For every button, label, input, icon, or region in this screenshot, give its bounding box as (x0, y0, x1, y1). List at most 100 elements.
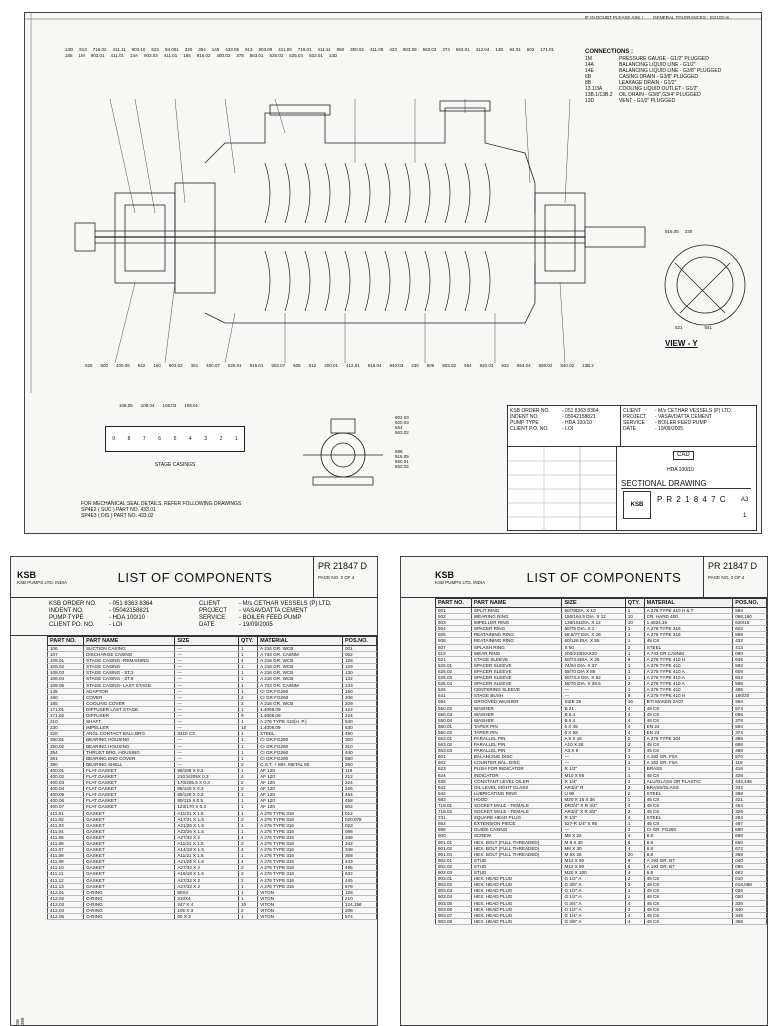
table-cell: 2 (624, 790, 645, 797)
revision-grid (508, 447, 617, 531)
table-cell: 2 (238, 694, 259, 701)
part-label: 500 (100, 363, 109, 368)
table-cell: 8.8 (643, 845, 734, 852)
table-cell: 398 (732, 790, 767, 797)
table-cell: SIZE 28 (561, 698, 626, 706)
table-cell: 1 (624, 893, 645, 901)
stage-number: 1 (234, 436, 238, 442)
table-cell: 348 (342, 846, 377, 854)
part-label: 903.03 (144, 53, 158, 58)
table-cell: 678 (342, 883, 377, 890)
table-cell: 6.8 (643, 869, 734, 877)
table-cell: --- (561, 826, 626, 834)
table-cell: EN 24 (643, 723, 734, 730)
title-block: KSB ORDER NO.- 051 8363 8364 INDENT NO.-… (507, 405, 757, 531)
part-label: 525.04 (289, 53, 304, 58)
table-cell: 45 C8 (643, 887, 734, 895)
table-cell: 10 (624, 613, 645, 621)
table-cell: 45 C8 (643, 796, 734, 804)
table-cell: 012 (342, 810, 377, 817)
ksb-logo: KSB (623, 491, 651, 519)
title-pump-type: HDA 100/10 (667, 467, 694, 473)
pump-section-view (25, 13, 761, 393)
table-wrap: PART NO. PART NAME SIZE QTY. MATERIAL PO… (11, 636, 377, 921)
table-cell: 488 (732, 747, 767, 755)
part-label: 903.02 (442, 363, 457, 368)
table-cell: 9 (624, 656, 645, 663)
table-cell: HEX. HEAD PLUG (470, 918, 563, 925)
table-cell: 672 (732, 845, 767, 852)
table-cell: 4 (238, 834, 259, 842)
col-part-name: PART NAME (470, 598, 563, 608)
table-cell: M8 X 22 (561, 832, 626, 840)
table-cell: BEARING SHELL (83, 761, 176, 768)
part-label: 108.03 (162, 403, 177, 408)
table-cell: 570 (732, 753, 767, 761)
table-cell: 45 C8 (643, 741, 734, 749)
table-cell: 903.08 (435, 918, 472, 925)
table-cell: G 3/8" A (561, 881, 626, 889)
table-cell: 45 C8 (643, 747, 734, 755)
table-cell: A 193 GR. B7 (643, 863, 734, 871)
view-y-part-labels-bottom: 521 541 (675, 325, 712, 330)
table-cell: 336 (732, 900, 767, 907)
part-label: 623 (151, 47, 159, 52)
table-cell: 594 (732, 607, 767, 615)
table-cell: 574 (342, 913, 377, 921)
table-cell: GASKET (83, 846, 176, 854)
table-cell: 1 (238, 767, 259, 774)
part-label: 412.01 (345, 363, 360, 368)
doc-number-box: PR 21847 D PAGE NO. 2 OF 4 (313, 557, 377, 597)
part-label: 916.05 (665, 229, 679, 234)
table-cell: 310 (342, 743, 377, 750)
table-cell: 8 (624, 857, 645, 864)
table-cell: VITON (257, 913, 343, 921)
table-cell: 592 (732, 662, 767, 669)
col-qty: QTY. (624, 598, 645, 608)
col-size: SIZE (561, 598, 626, 608)
part-label: 916.05 (395, 454, 409, 459)
title-block-left: KSB ORDER NO.- 051 8363 8364 INDENT NO.-… (508, 406, 621, 446)
table-cell: G 3/8" A (561, 918, 626, 925)
part-label: 230 (411, 363, 419, 368)
col-material: MATERIAL (643, 598, 734, 608)
table-cell: FLAT GASKET (83, 767, 176, 774)
part-label: 350.02 (350, 47, 364, 52)
table-wrap: PART NO. PART NAME SIZE QTY. MATERIAL PO… (401, 598, 767, 925)
table-cell: IMPELLER (83, 724, 176, 732)
part-label: 903.01 (90, 53, 105, 58)
table-cell: 4 (238, 657, 259, 665)
table-cell: 497 (732, 820, 767, 828)
table-cell: FLAT GASKET (83, 803, 176, 811)
part-label: 411.11 (112, 47, 126, 52)
table-cell: A 182 GR. F6A (643, 753, 734, 761)
part-label: 13D (328, 53, 338, 58)
table-cell: 208 (342, 694, 377, 701)
table-cell: 1 (238, 706, 259, 714)
part-label: 526 (85, 363, 93, 368)
table-cell: 300 (342, 736, 377, 744)
table-cell: O-RING (83, 889, 176, 896)
table-cell: 1 (238, 791, 259, 799)
table-cell: 413 (732, 644, 767, 651)
table-cell: 1.4024.15 (643, 619, 734, 627)
stage-number: 7 (142, 436, 146, 442)
col-qty: QTY. (238, 636, 259, 646)
